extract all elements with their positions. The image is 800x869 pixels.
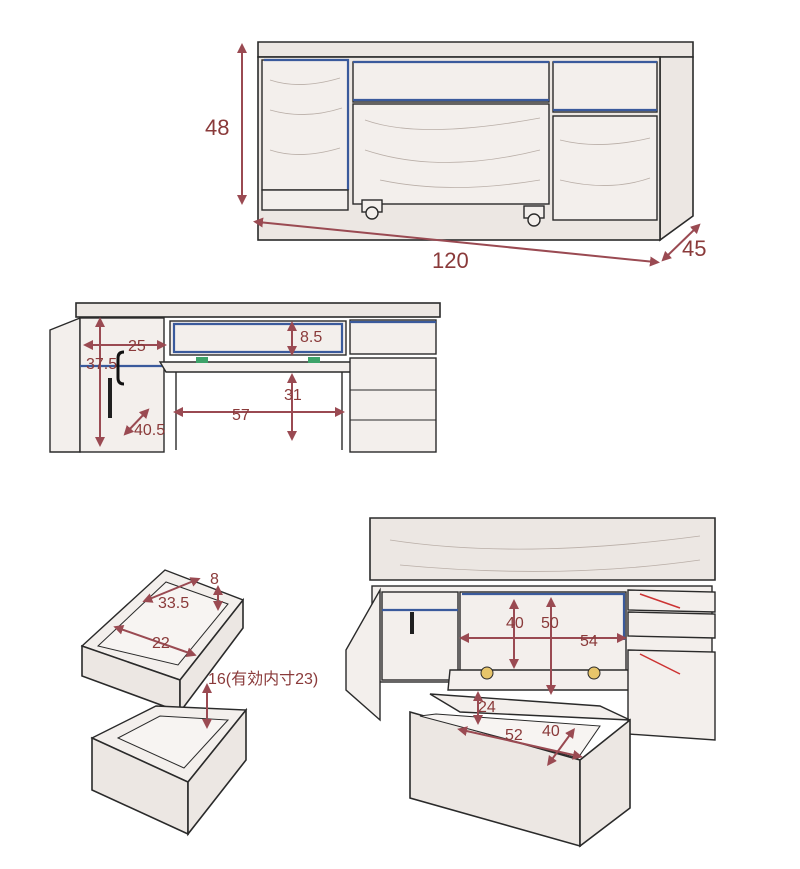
cabinet-height-label: 37.5 <box>86 356 117 373</box>
height-label: 48 <box>205 115 229 140</box>
small-drawer-width-label: 22 <box>152 635 170 652</box>
open-interior-view: 25 37.5 40.5 8.5 31 57 <box>49 302 441 453</box>
width-arrow <box>253 217 660 267</box>
cabinet-depth-arrow <box>123 408 150 436</box>
width-label: 120 <box>432 248 469 273</box>
deep-drawer-view: 16(有効内寸23) <box>90 670 318 837</box>
bin-height-label: 24 <box>478 699 496 716</box>
closed-cabinet-view: 48 120 45 <box>205 41 706 273</box>
desk-tray <box>447 669 633 691</box>
desk-open-door <box>345 587 381 722</box>
drop-drawer-height-label: 8.5 <box>300 329 322 346</box>
open-left-door <box>49 316 81 453</box>
cabinet-top <box>257 41 694 58</box>
pull-out-tray <box>158 361 358 373</box>
desk-right-top-drawer <box>627 611 716 639</box>
tray-width-label: 54 <box>580 633 598 650</box>
drop-drawer <box>169 320 347 356</box>
deep-drawer-height-label: 16(有効内寸23) <box>208 670 318 688</box>
right-bottom-drawer <box>552 115 658 221</box>
interior-right-drawer-bottom <box>349 357 437 453</box>
knee-height-label: 31 <box>284 387 302 404</box>
desk-right-bottom-drawer <box>627 649 716 741</box>
right-top-drawer <box>552 61 658 113</box>
interior-right-drawer-top <box>349 319 437 355</box>
depth-arrow <box>661 223 701 262</box>
bin-width-label: 52 <box>505 727 523 744</box>
small-drawer-depth-label: 33.5 <box>158 595 189 612</box>
knee-width-label: 57 <box>232 407 250 424</box>
cabinet-side <box>659 56 694 242</box>
tray-reach-label: 50 <box>541 615 559 632</box>
cabinet-width-label: 25 <box>128 338 146 355</box>
caster-left <box>361 199 383 220</box>
open-desk-view: 40 50 54 24 52 40 <box>345 517 716 848</box>
cabinet-depth-label: 40.5 <box>134 422 165 439</box>
small-drawer-height-label: 8 <box>210 571 219 588</box>
center-panel <box>352 103 550 205</box>
interior-top <box>75 302 441 318</box>
depth-label: 45 <box>682 236 706 261</box>
small-drawer-view: 33.5 8 22 <box>80 569 245 715</box>
center-top-drawer <box>352 61 550 103</box>
bin-depth-label: 40 <box>542 723 560 740</box>
tray-depth-label: 40 <box>506 615 524 632</box>
